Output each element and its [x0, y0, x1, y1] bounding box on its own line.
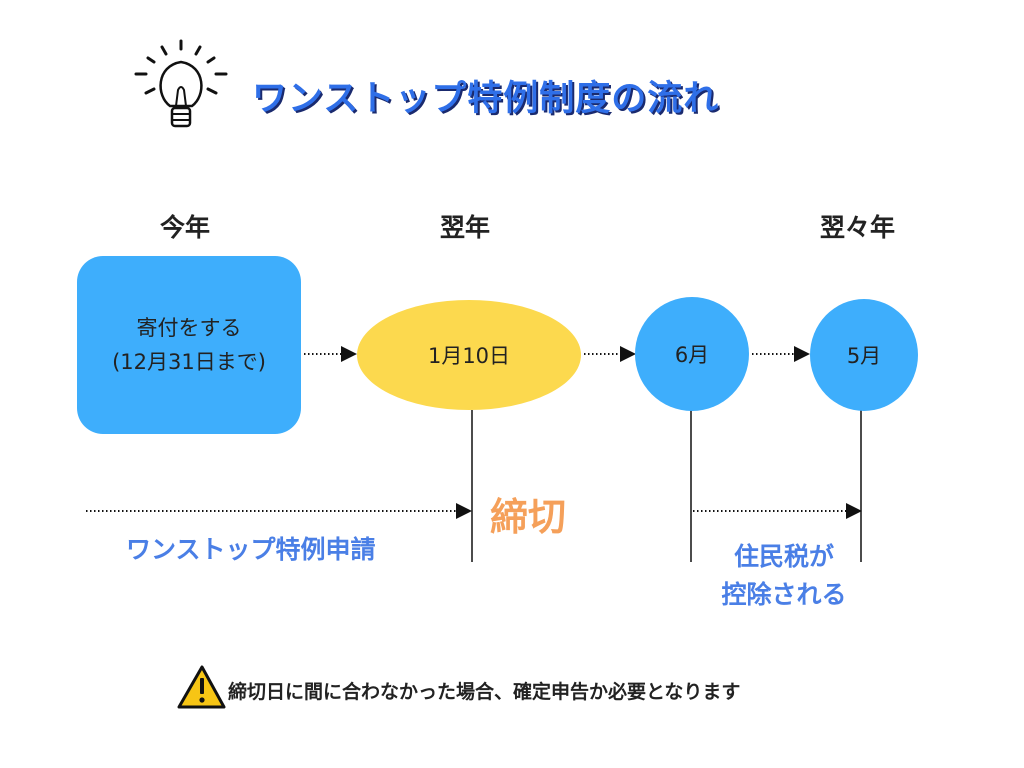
year-label-this-year: 今年: [160, 213, 211, 242]
warning-icon: [177, 665, 226, 709]
donate-node: 寄付をする (12月31日まで): [77, 256, 301, 434]
tax-label-line1: 住民税が: [733, 542, 834, 571]
may-node: 5月: [810, 299, 918, 411]
lightbulb-icon: [134, 39, 228, 128]
deadline-date-label: 1月10日: [427, 344, 511, 368]
page-title: ワンストップ特例制度の流れ: [252, 79, 720, 119]
year-label-year-after-next: 翌々年: [820, 213, 896, 242]
year-label-next-year: 翌年: [440, 213, 491, 242]
deadline-label: 締切: [490, 495, 567, 539]
warning-note: 締切日に間に合わなかった場合、確定申告か必要となります: [228, 681, 741, 703]
may-label: 5月: [846, 344, 882, 368]
tax-deduction-label: 住民税が 控除される: [706, 538, 862, 614]
donate-node-title: 寄付をする: [136, 316, 242, 340]
june-node: 6月: [635, 297, 749, 411]
deadline-date-node: 1月10日: [357, 300, 581, 410]
june-label: 6月: [674, 343, 710, 367]
application-label: ワンストップ特例申請: [126, 535, 376, 564]
tax-label-line2: 控除される: [721, 580, 847, 609]
donate-node-deadline: (12月31日まで): [112, 350, 266, 374]
